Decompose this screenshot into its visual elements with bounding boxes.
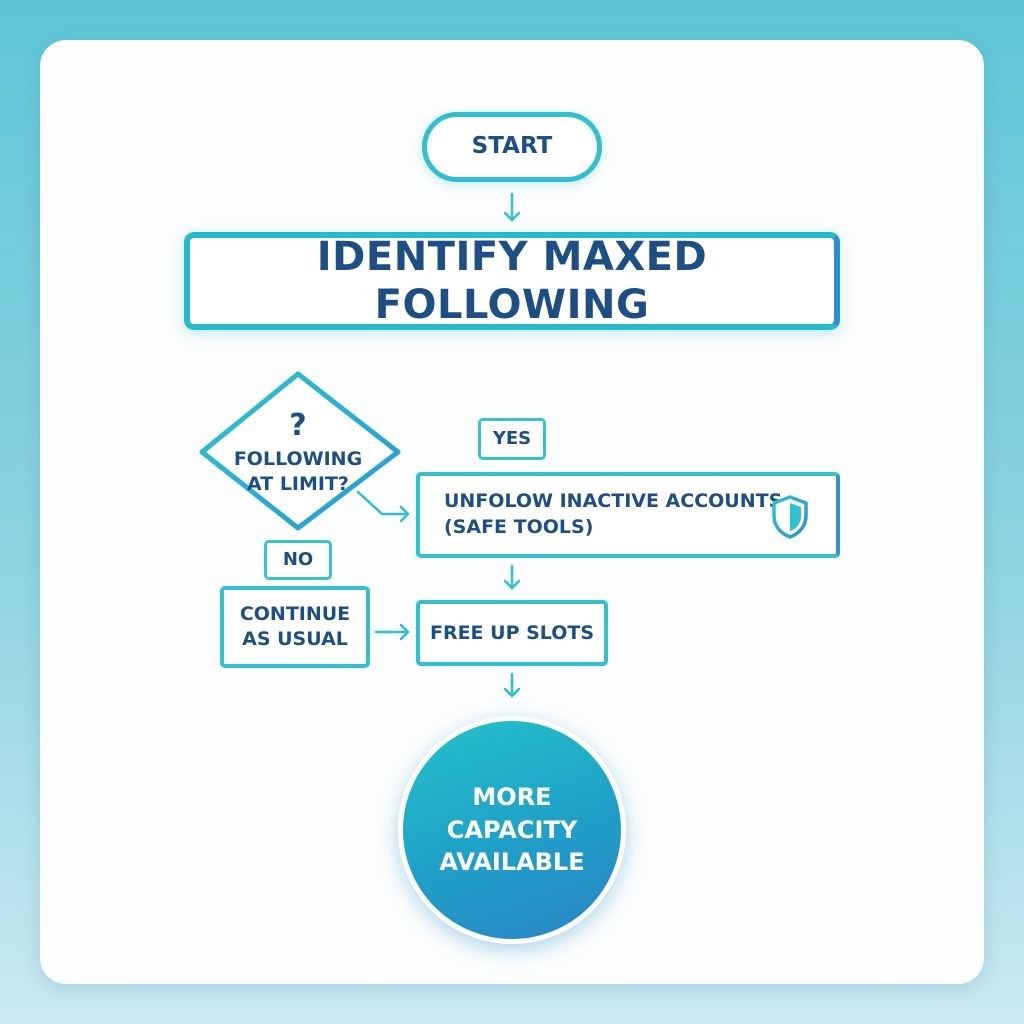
decision-line-2: AT LIMIT? xyxy=(247,472,349,495)
result-line-3: AVAILABLE xyxy=(439,848,585,877)
start-label: START xyxy=(471,133,553,160)
result-line-1: MORE xyxy=(472,783,552,812)
free-up-label: FREE UP SLOTS xyxy=(429,621,595,644)
result-line-2: CAPACITY xyxy=(446,815,578,844)
decision-line-1: FOLLOWING xyxy=(233,447,363,470)
yes-label-box: YES xyxy=(478,418,546,460)
question-mark-icon: ? xyxy=(289,407,307,443)
shield-icon xyxy=(772,495,808,539)
free-up-step: FREE UP SLOTS xyxy=(416,600,608,666)
identify-label: IDENTIFY MAXED FOLLOWING xyxy=(316,234,708,328)
start-node: START xyxy=(422,112,602,182)
continue-step: CONTINUE AS USUAL xyxy=(220,586,370,668)
continue-line-1: CONTINUE xyxy=(239,603,351,626)
unfollow-line-2: (SAFE TOOLS) xyxy=(444,516,594,538)
unfollow-step: UNFOLOW INACTIVE ACCOUNTS (SAFE TOOLS) xyxy=(416,472,840,558)
yes-label: YES xyxy=(492,428,532,450)
identify-step: IDENTIFY MAXED FOLLOWING xyxy=(184,232,840,330)
no-label-box: NO xyxy=(264,540,332,580)
no-label: NO xyxy=(282,549,314,571)
unfollow-line-1: UNFOLOW INACTIVE ACCOUNTS xyxy=(444,490,783,513)
result-node: MORE CAPACITY AVAILABLE xyxy=(398,716,626,944)
continue-line-2: AS USUAL xyxy=(242,628,348,650)
decision-node: ? FOLLOWING AT LIMIT? xyxy=(216,396,380,506)
